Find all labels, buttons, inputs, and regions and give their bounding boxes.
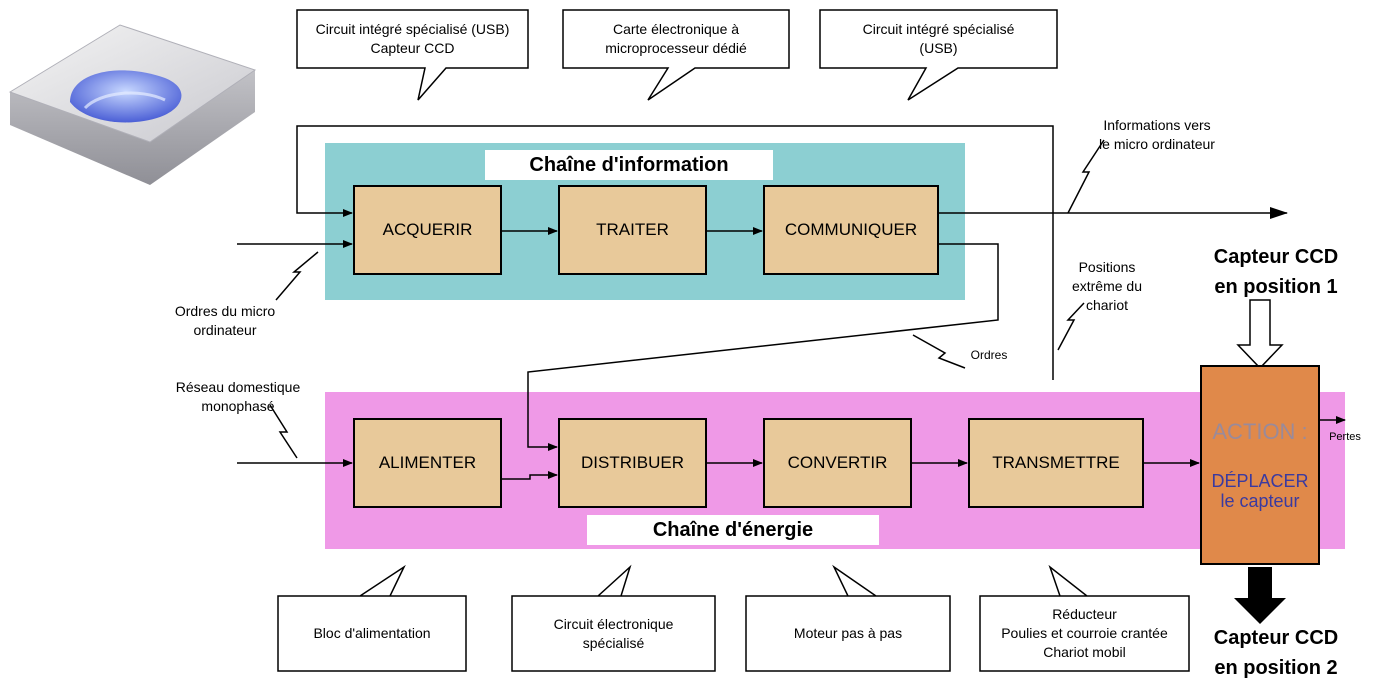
energy-chain-title: Chaîne d'énergie — [587, 515, 879, 545]
callout-convertir-hardware: Moteur pas à pas — [793, 625, 903, 641]
block-convertir: CONVERTIR — [763, 418, 912, 508]
label-orders-in: Ordres du micro ordinateur — [174, 303, 276, 338]
callout-distribuer-hardware: Circuit électronique spécialisé — [553, 615, 674, 651]
callout-transmettre-hardware: Réducteur Poulies et courroie crantée Ch… — [1001, 606, 1168, 660]
block-distribuer: DISTRIBUER — [558, 418, 707, 508]
action-block: ACTION : DÉPLACER le capteur — [1200, 365, 1320, 565]
action-verb: DÉPLACER le capteur — [1211, 471, 1309, 511]
label-info-out: Informations vers le micro ordinateur — [1099, 117, 1215, 152]
callout-alimenter-hardware: Bloc d'alimentation — [313, 625, 431, 641]
action-title: ACTION : — [1212, 419, 1308, 444]
label-mains: Réseau domestique monophasé — [175, 379, 301, 414]
label-positions: Positions extrême du chariot — [1071, 259, 1143, 313]
information-chain-title: Chaîne d'information — [485, 150, 773, 180]
label-orders: Ordres — [970, 348, 1008, 362]
block-transmettre: TRANSMETTRE — [968, 418, 1144, 508]
label-ccd-position-2: Capteur CCD en position 2 — [1213, 627, 1339, 679]
block-acquerir: ACQUERIR — [353, 185, 502, 275]
label-ccd-position-1: Capteur CCD en position 1 — [1213, 246, 1339, 298]
callout-communiquer-hardware: Circuit intégré spécialisé (USB) — [862, 21, 1015, 56]
callout-acquerir-hardware: Circuit intégré spécialisé (USB) Capteur… — [315, 21, 510, 56]
block-alimenter: ALIMENTER — [353, 418, 502, 508]
callout-traiter-hardware: Carte électronique à microprocesseur déd… — [605, 21, 747, 56]
block-traiter: TRAITER — [558, 185, 707, 275]
label-losses: Pertes — [1329, 431, 1361, 443]
block-communiquer: COMMUNIQUER — [763, 185, 939, 275]
